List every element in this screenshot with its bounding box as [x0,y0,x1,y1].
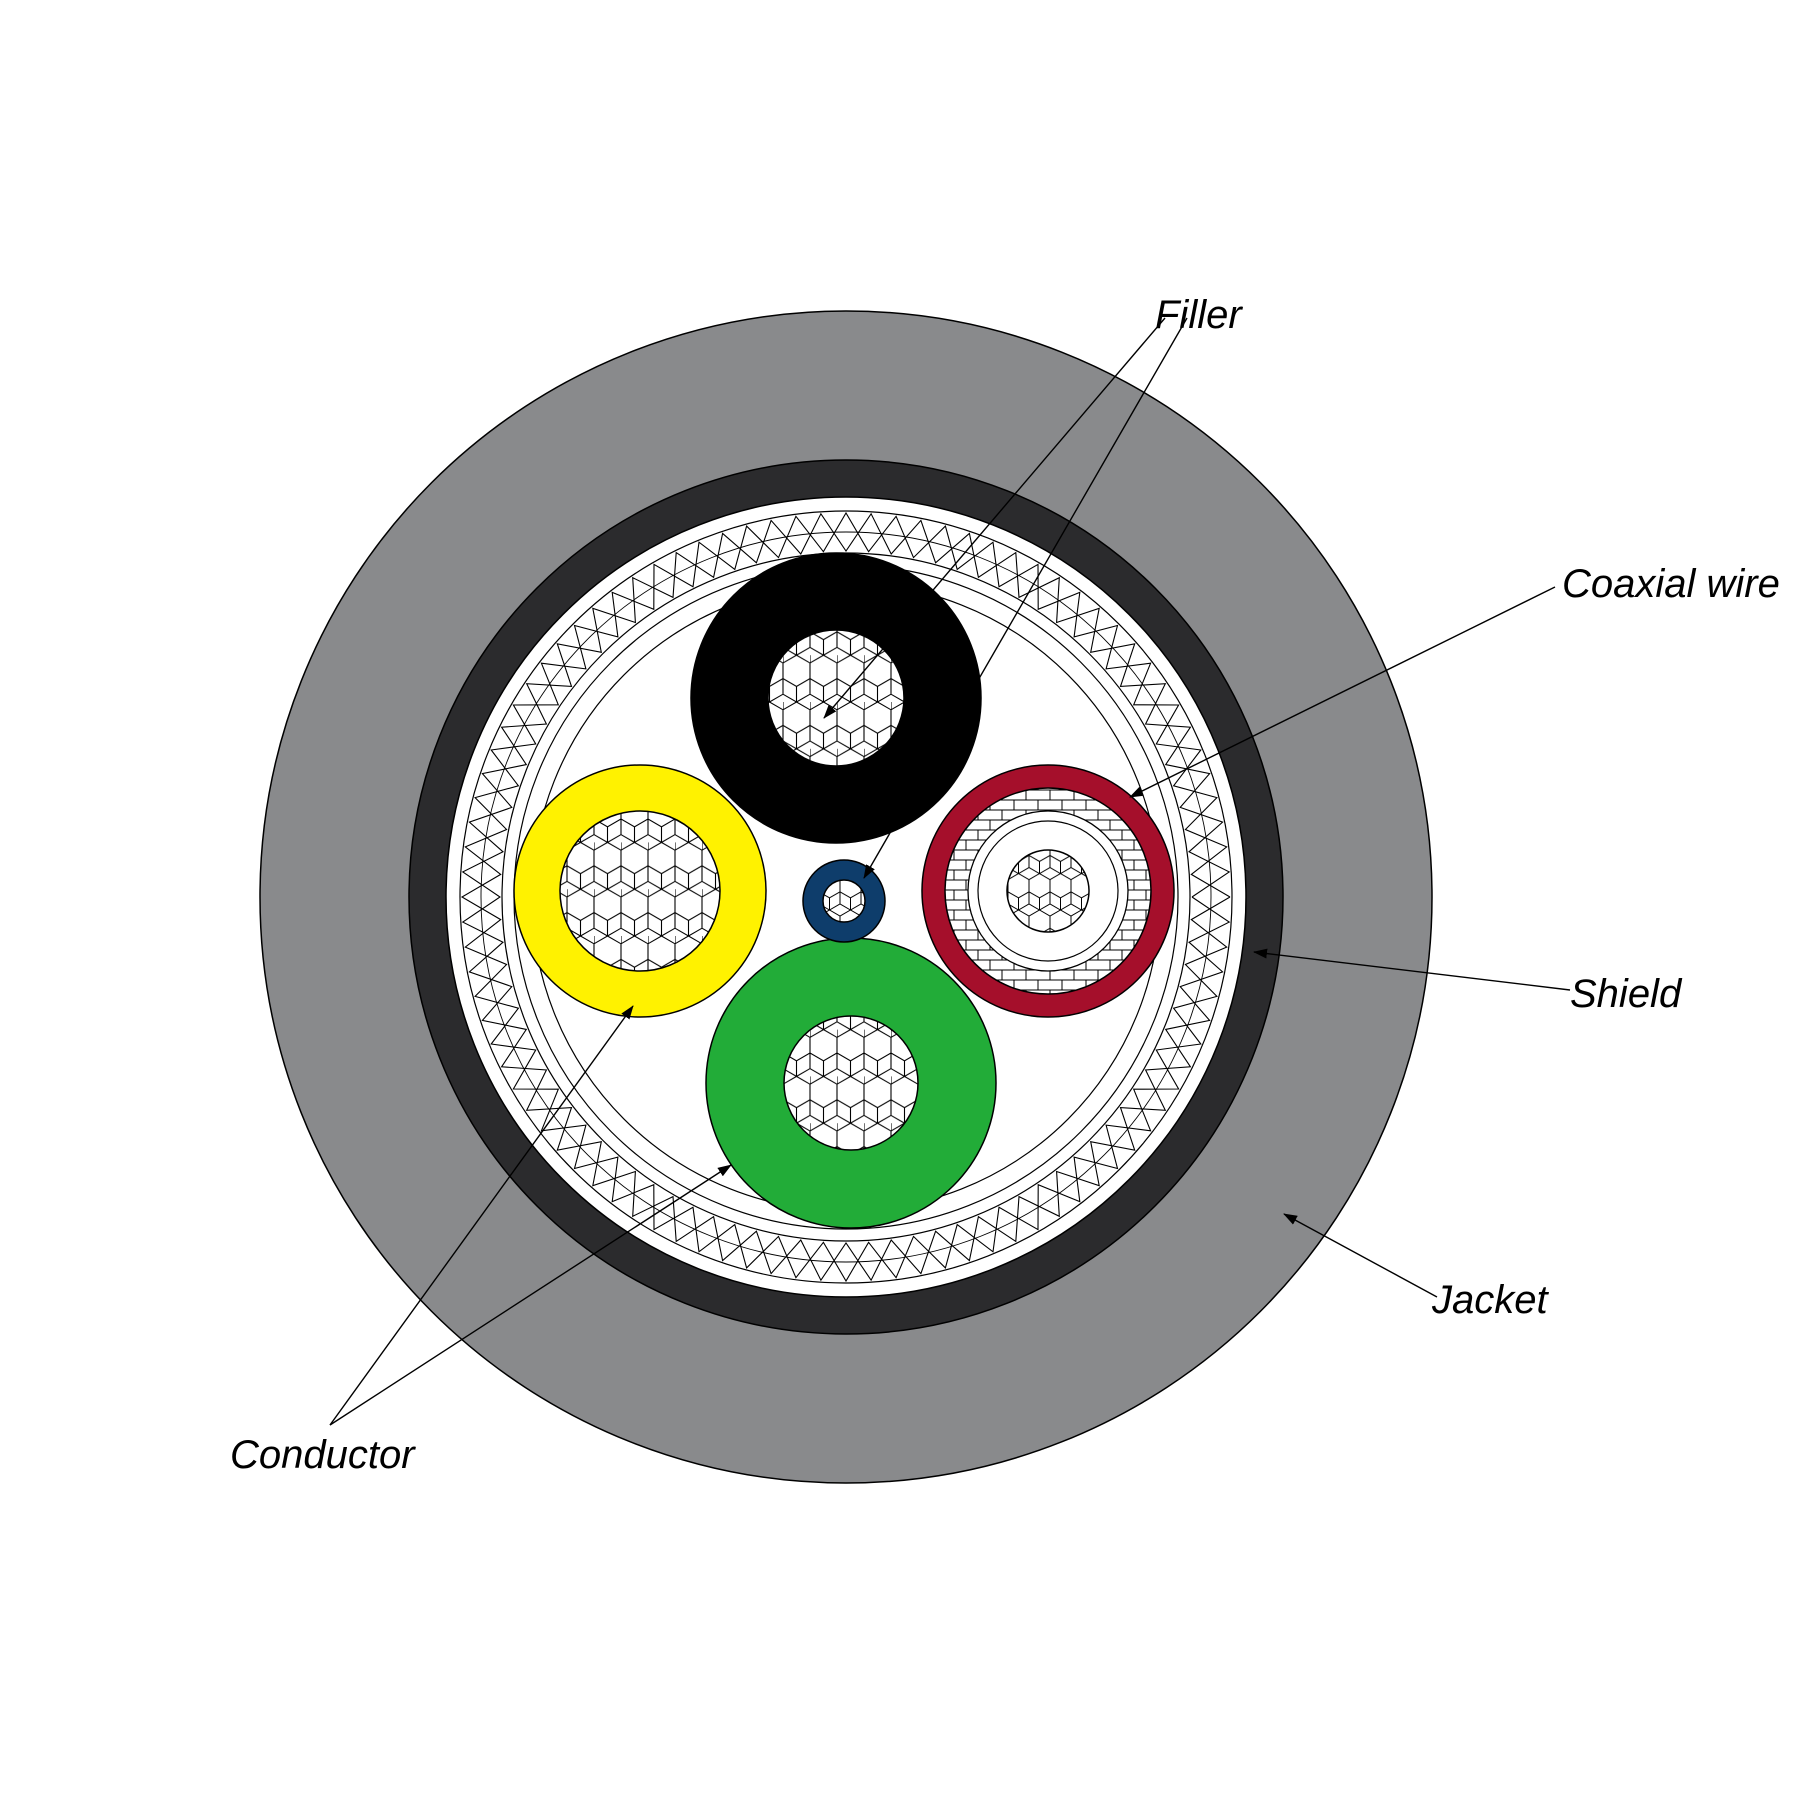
label-conductor: Conductor [230,1433,416,1477]
leader-lines [329,317,1571,1426]
coaxial-leader [1129,586,1556,798]
conductor-leader-1 [329,1005,634,1426]
filler-leader-2 [863,317,1188,879]
shield-braid [460,511,1231,1283]
label-filler: Filler [1155,293,1243,337]
conductor-leader-2 [329,1164,732,1426]
shield-leader [1253,948,1571,991]
label-jacket: Jacket [1431,1278,1549,1322]
filler [802,859,886,943]
jacket-leader [1283,1213,1438,1298]
conductor-green [705,937,997,1229]
filler-leader-1 [823,317,1166,719]
coaxial-wire [921,764,1175,1018]
conductor-black [690,552,982,844]
conductor-yellow [513,764,767,1018]
label-coaxial-wire: Coaxial wire [1562,562,1780,606]
label-shield: Shield [1570,972,1683,1016]
